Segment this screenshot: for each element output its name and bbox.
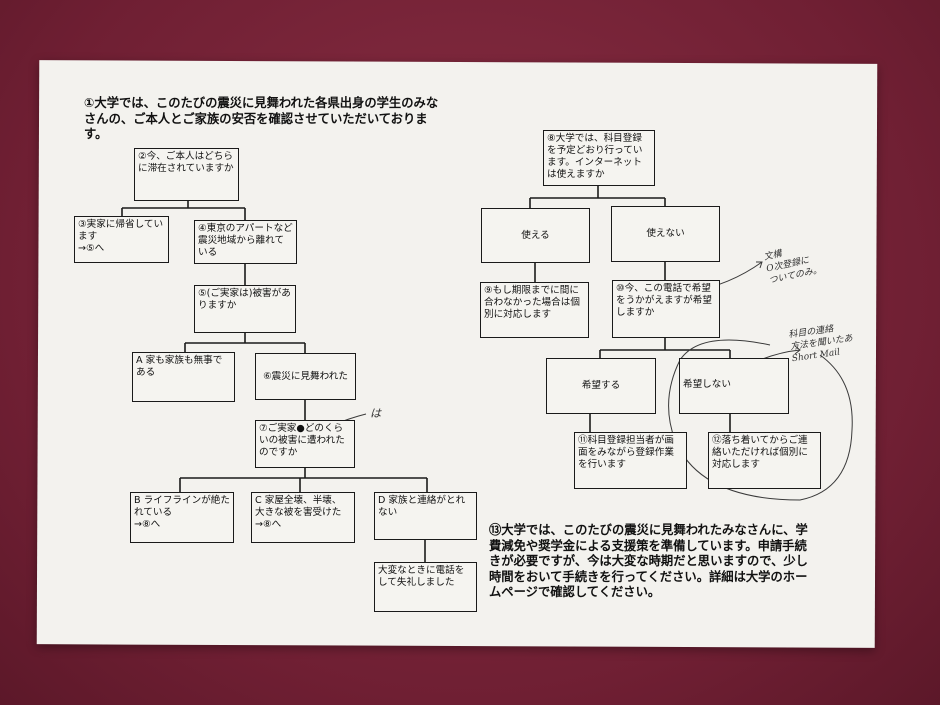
- flow-box-use: 使える: [481, 208, 590, 263]
- flow-box-5: ⑤(ご実家は)被害がありますか: [194, 285, 296, 333]
- flow-box-2: ②今、ご本人はどちらに滞在されていますか: [134, 148, 239, 201]
- flow-box-12: ⑫落ち着いてからご連絡いただければ個別に対応します: [708, 432, 821, 489]
- flow-box-A: A 家も家族も無事である: [132, 352, 235, 402]
- flow-box-hope: 希望する: [546, 358, 656, 414]
- flow-box-8: ⑧大学では、科目登録を予定どおり行っています。インターネットは使えますか: [543, 130, 655, 186]
- flow-box-11: ⑪科目登録担当者が画面をみながら登録作業を行います: [574, 432, 687, 489]
- flow-box-3: ③実家に帰省しています →⑤へ: [74, 216, 169, 263]
- intro-text: ①大学では、このたびの震災に見舞われた各県出身の学生のみなさんの、ご本人とご家族…: [84, 96, 439, 142]
- closing-text: ⑬大学では、このたびの震災に見舞われたみなさんに、学費減免や奨学金による支援策を…: [489, 523, 808, 600]
- flow-box-4: ④東京のアパートなど震災地域から離れている: [194, 220, 297, 264]
- flow-box-C: C 家屋全壊、半壊、大きな被を害受けた →⑧へ: [251, 492, 355, 543]
- flow-box-7: ⑦ご実家●どのくらいの被害に遭われたのですか: [255, 420, 355, 468]
- handwritten-note-ha: は: [370, 407, 381, 420]
- flow-box-nouse: 使えない: [611, 206, 720, 262]
- flow-box-nohope: 希望しない: [679, 358, 789, 414]
- flow-box-6: ⑥震災に見舞われた: [255, 353, 356, 400]
- flow-box-B: B ライフラインが絶たれている →⑧へ: [130, 492, 234, 543]
- flow-box-D-sub: 大変なときに電話をして失礼しました: [374, 562, 477, 612]
- flow-box-9: ⑨もし期限までに間に合わなかった場合は個別に対応します: [480, 282, 589, 338]
- flow-box-10: ⑩今、この電話で希望をうかがえますが希望しますか: [612, 280, 720, 338]
- flow-box-D: D 家族と連絡がとれない: [374, 492, 477, 540]
